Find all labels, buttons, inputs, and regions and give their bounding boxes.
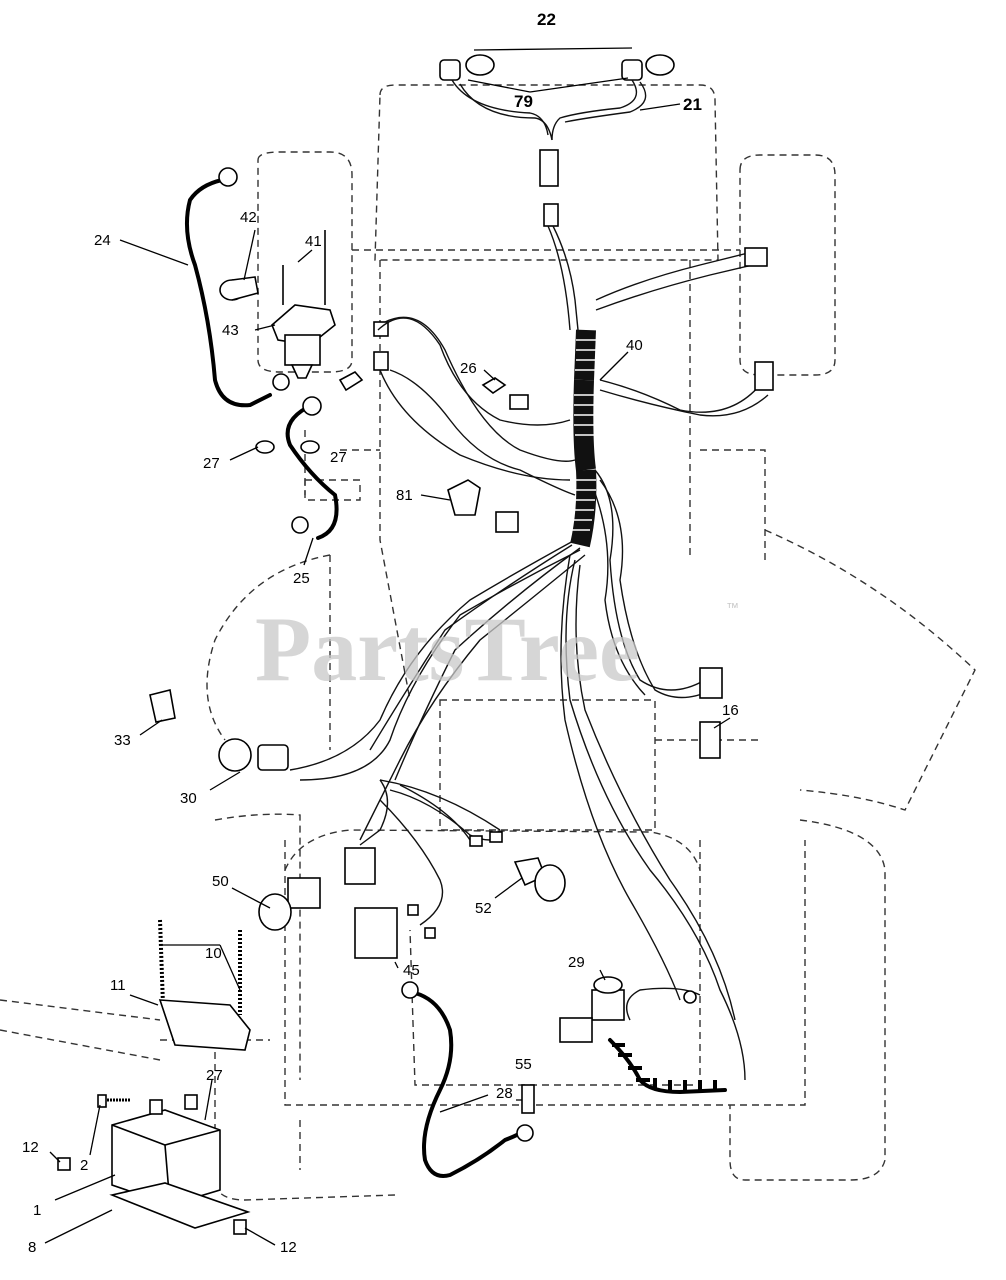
callout-33: 33: [114, 732, 131, 749]
watermark-text: PartsTree: [255, 598, 640, 700]
callout-29: 29: [568, 954, 585, 971]
callout-50: 50: [212, 873, 229, 890]
callout-27-left: 27: [203, 455, 220, 472]
callout-30: 30: [180, 790, 197, 807]
callout-10: 10: [205, 945, 222, 962]
callout-22: 22: [537, 10, 556, 29]
main-harness: [289, 249, 769, 1081]
callout-43: 43: [222, 322, 239, 339]
callout-52: 52: [475, 900, 492, 917]
callout-81: 81: [396, 487, 413, 504]
callout-labels: 22 79 21 24 42 41 43 40 26 27 27 81 25 3…: [22, 10, 739, 1256]
callout-8: 8: [28, 1239, 36, 1256]
battery-assembly: [57, 919, 251, 1235]
callout-11: 11: [110, 977, 126, 994]
leader-lines: [44, 47, 731, 1246]
callout-42: 42: [240, 209, 257, 226]
connectors: [149, 247, 774, 1095]
callout-26: 26: [460, 360, 477, 377]
callout-12-right: 12: [280, 1239, 297, 1256]
callout-79: 79: [514, 92, 533, 111]
battery-cable-24: [185, 178, 272, 408]
callout-27-right: 27: [330, 449, 347, 466]
callout-40: 40: [626, 337, 643, 354]
callout-45: 45: [403, 962, 420, 979]
callout-25: 25: [293, 570, 310, 587]
battery-cable-28: [413, 991, 524, 1178]
solenoid-assembly: [219, 230, 389, 454]
callout-24: 24: [94, 232, 111, 249]
callout-16: 16: [722, 702, 739, 719]
conduit-40: [570, 329, 597, 548]
callout-41: 41: [305, 233, 322, 250]
watermark-trademark: ™: [726, 600, 739, 615]
callout-1: 1: [33, 1202, 41, 1219]
battery-cable-25: [285, 403, 339, 540]
headlight-harness: [439, 54, 675, 331]
callout-55: 55: [515, 1056, 532, 1073]
callout-28: 28: [496, 1085, 513, 1102]
callout-21: 21: [683, 95, 702, 114]
callout-12-left: 12: [22, 1139, 39, 1156]
callout-2: 2: [80, 1157, 88, 1174]
callout-27-battery: 27: [206, 1067, 223, 1084]
chassis-outline: [0, 84, 976, 1201]
